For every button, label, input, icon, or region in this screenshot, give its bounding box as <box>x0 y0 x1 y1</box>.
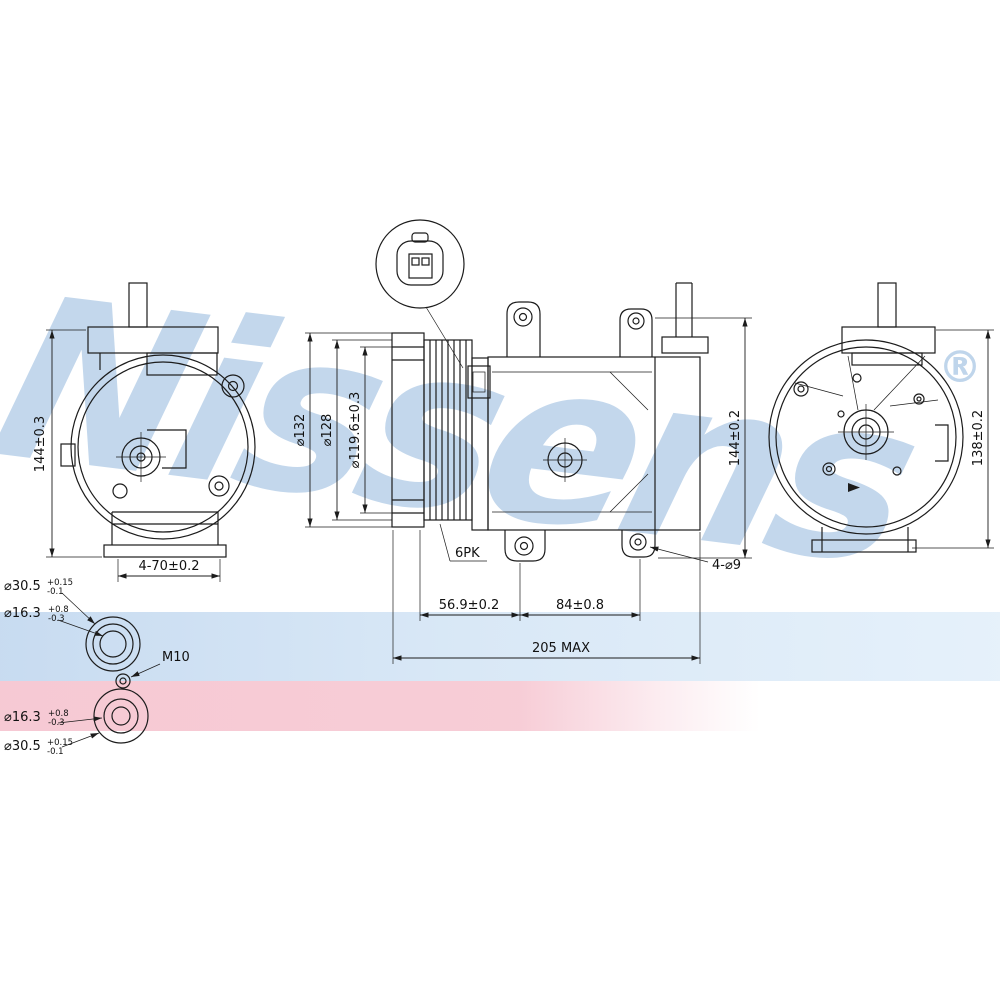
belt-type-text: 6PK <box>455 546 480 561</box>
rear-view-drawing <box>768 282 964 553</box>
highlight-band-blue <box>0 612 1000 681</box>
bottom-bushing-outer-minus: -0.1 <box>47 747 64 757</box>
top-bushing-inner-plus: +0.8 <box>48 605 69 615</box>
bushing-labels: ⌀30.5 +0.15 -0.1 ⌀16.3 +0.8 -0.3 M10 ⌀16… <box>4 578 190 757</box>
bushing-details-drawing <box>85 616 149 744</box>
bottom-bushing-inner-dia: ⌀16.3 <box>4 710 41 725</box>
side-view-height-dimension: 144±0.2 <box>655 317 752 559</box>
side-height-dimension: 144±0.2 <box>728 410 743 466</box>
rear-height-dimension: 138±0.2 <box>971 410 986 466</box>
highlight-band-pink <box>0 681 1000 731</box>
pulley-groove-diameter: ⌀119.6±0.3 <box>348 392 363 469</box>
pulley-outer-diameter: ⌀132 <box>293 414 308 447</box>
stud-thread-label: M10 <box>162 650 190 665</box>
connector-detail-balloon <box>375 219 465 369</box>
side-view-bottom-dimensions: 56.9±0.2 84±0.8 205 MAX <box>392 530 701 664</box>
pulley-mid-diameter: ⌀128 <box>320 414 335 447</box>
belt-type-label: 6PK <box>439 523 487 562</box>
front-height-dimension: 144±0.3 <box>33 416 48 472</box>
top-bushing-outer-plus: +0.15 <box>47 578 73 588</box>
side-view-drawing <box>391 282 709 562</box>
top-bushing-inner-dia: ⌀16.3 <box>4 606 41 621</box>
mount-holes-text: 4-⌀9 <box>712 558 741 573</box>
pulley-offset-dimension: 56.9±0.2 <box>439 598 500 613</box>
registered-trademark-symbol: ® <box>938 342 982 393</box>
mount-holes-callout: 4-⌀9 <box>649 546 741 573</box>
total-length-dimension: 205 MAX <box>532 641 590 656</box>
mount-span-dimension: 84±0.8 <box>556 598 604 613</box>
bottom-bushing-inner-plus: +0.8 <box>48 709 69 719</box>
bottom-bushing-outer-dia: ⌀30.5 <box>4 739 41 754</box>
rear-view-dimension: 138±0.2 <box>912 329 994 549</box>
top-bushing-inner-minus: -0.3 <box>48 614 65 624</box>
front-view-drawing <box>60 282 256 558</box>
top-bushing-outer-minus: -0.1 <box>47 587 64 597</box>
top-bushing-outer-dia: ⌀30.5 <box>4 579 41 594</box>
bottom-bushing-outer-plus: +0.15 <box>47 738 73 748</box>
bottom-bushing-inner-minus: -0.3 <box>48 718 65 728</box>
front-view-dimensions: 144±0.3 4-70±0.2 <box>33 329 221 582</box>
pulley-diameter-dimensions: ⌀132 ⌀128 ⌀119.6±0.3 <box>293 332 392 528</box>
front-feet-dimension: 4-70±0.2 <box>138 559 199 574</box>
